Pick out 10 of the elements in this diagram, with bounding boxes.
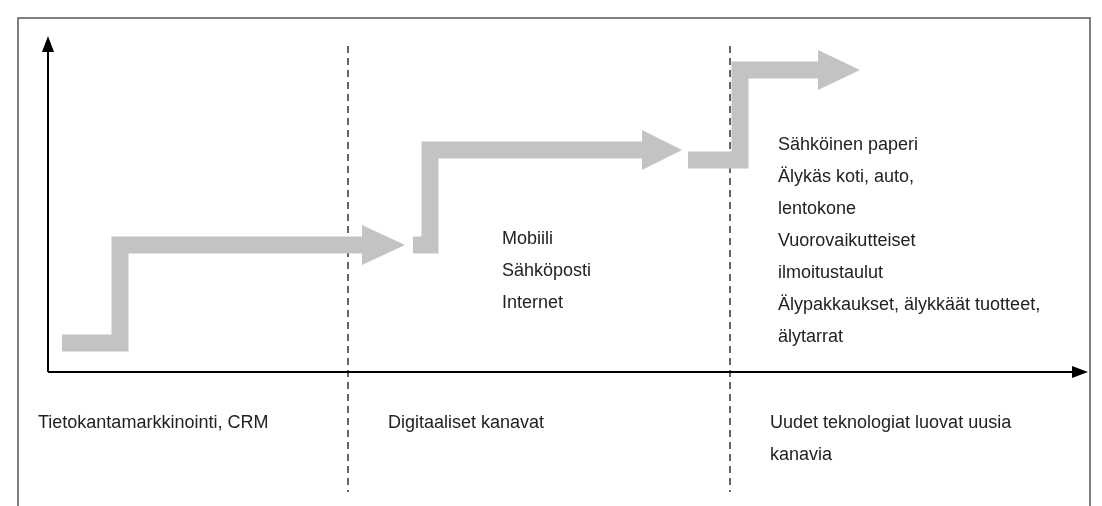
label-text: Sähköinen paperi <box>778 133 920 156</box>
label-text: Digitaaliset kanavat <box>388 411 546 434</box>
label-text: Älykäs koti, auto, lentokone <box>778 165 916 220</box>
label-text: Älypakkaukset, älykkäät tuotteet, älytarrat <box>778 293 1042 348</box>
label-text: Sähköposti <box>502 259 593 282</box>
label-text: Internet <box>502 291 565 314</box>
label-text: Mobiili <box>502 227 554 250</box>
label-text: Vuorovaikutteiset ilmoitustaulut <box>778 229 917 284</box>
label-text: Uudet teknologiat luovat uusia kanavia <box>770 411 1013 466</box>
label-text: Tietokantamarkkinointi, CRM <box>38 411 270 434</box>
